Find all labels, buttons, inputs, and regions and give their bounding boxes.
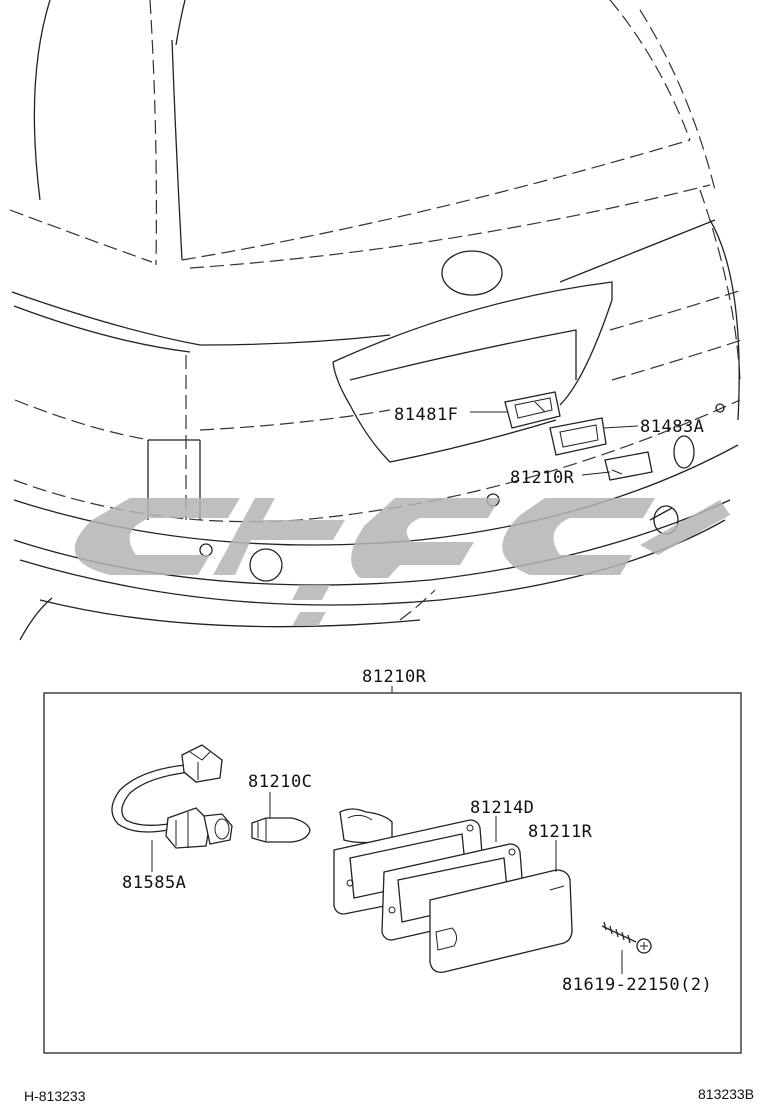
detail-frame (43, 692, 742, 1054)
license-lamp-bracket-lower (549, 417, 607, 456)
license-lamp-small (604, 451, 653, 481)
figure-id-right: 813233B (698, 1086, 755, 1102)
socket-wire-assembly (111, 744, 233, 849)
callout-81481f: 81481F (394, 405, 458, 425)
leader-lines-detail (151, 792, 623, 974)
wedge-bulb (251, 817, 311, 843)
vehicle-rear-outline (9, 0, 743, 641)
license-lamp-bracket-upper (504, 391, 561, 429)
tapping-screw (601, 921, 652, 954)
leader-lines-top (470, 411, 639, 476)
callout-81210r-top: 81210R (510, 468, 575, 488)
callout-81585a: 81585A (122, 873, 186, 893)
callout-81210c: 81210C (248, 772, 312, 792)
callout-81483a: 81483A (640, 417, 704, 437)
assembly-callout: 81210R (362, 667, 427, 687)
lamp-lens (429, 869, 573, 973)
callout-81211r: 81211R (528, 822, 593, 842)
figure-id-left: H-813233 (24, 1088, 86, 1104)
watermark-logo (74, 498, 730, 626)
callout-81214d: 81214D (470, 798, 534, 818)
callout-81619-22150: 81619-22150(2) (562, 975, 712, 995)
